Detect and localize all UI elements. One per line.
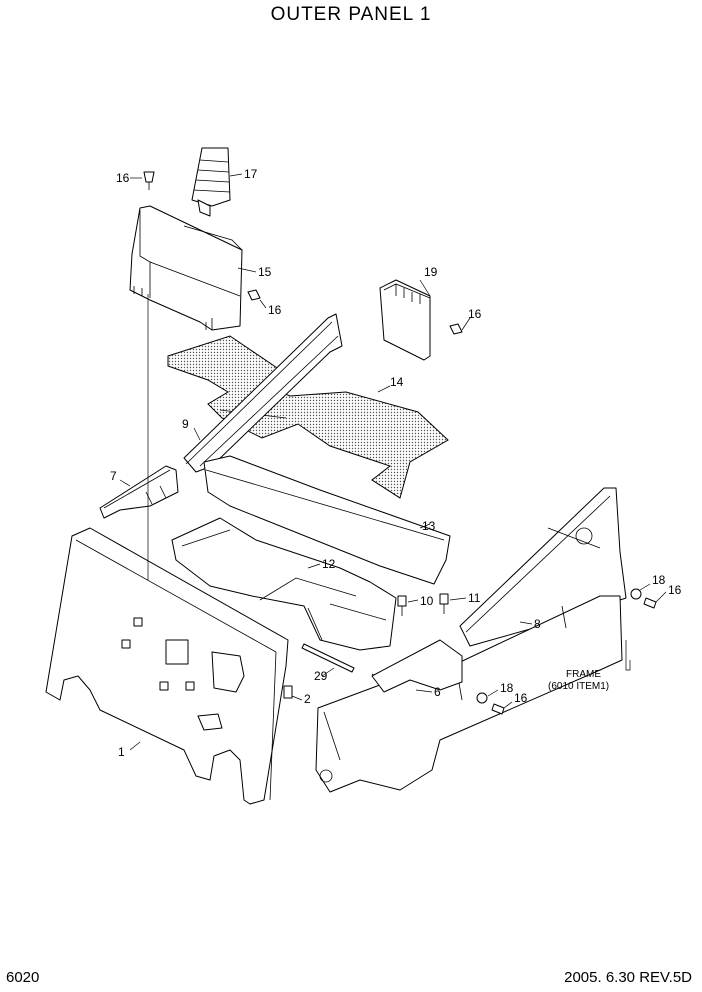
callout-14: 14 — [390, 375, 404, 389]
part-7-bracket — [99, 465, 179, 519]
part-13-plate — [203, 455, 451, 585]
part-1-panel — [45, 527, 289, 805]
leader-lines — [119, 173, 667, 751]
callout-1: 1 — [118, 745, 125, 759]
callout-16d: 16 — [668, 583, 682, 597]
part-12-bracket — [171, 517, 397, 651]
callout-8: 8 — [534, 617, 541, 631]
part-17-boot — [191, 147, 231, 217]
callout-16e: 16 — [514, 691, 528, 705]
callout-18b: 18 — [500, 681, 514, 695]
callout-6: 6 — [434, 685, 441, 699]
callout-29: 29 — [314, 669, 328, 683]
page-number: 6020 — [6, 969, 40, 986]
frame-reference: FRAME (6010 ITEM1) — [548, 669, 609, 692]
callout-12: 12 — [322, 557, 336, 571]
callout-13: 13 — [422, 519, 436, 533]
revision-date: 2005. 6.30 REV.5D — [564, 969, 692, 986]
part-15-cover — [129, 205, 243, 331]
callout-15: 15 — [258, 265, 272, 279]
callout-16a: 16 — [116, 171, 130, 185]
callout-17: 17 — [244, 167, 258, 181]
part-19-cover — [379, 279, 431, 361]
frame-item-label: (6010 ITEM1) — [548, 681, 609, 692]
callout-10: 10 — [420, 594, 434, 608]
callout-11: 11 — [468, 591, 481, 605]
page-title: OUTER PANEL 1 — [270, 4, 432, 25]
part-9-rail — [183, 313, 343, 473]
frame-label: FRAME — [566, 669, 601, 680]
fasteners — [143, 171, 657, 715]
callout-16c: 16 — [468, 307, 482, 321]
callout-labels: 16 17 15 16 19 16 14 9 7 13 12 10 11 8 1… — [110, 167, 682, 759]
callout-16b: 16 — [268, 303, 282, 317]
callout-19: 19 — [424, 265, 438, 279]
callout-18a: 18 — [652, 573, 666, 587]
callout-9: 9 — [182, 417, 189, 431]
part-6-bracket — [371, 639, 463, 693]
callout-2: 2 — [304, 692, 311, 706]
callout-7: 7 — [110, 469, 117, 483]
part-29-strip — [301, 643, 355, 673]
